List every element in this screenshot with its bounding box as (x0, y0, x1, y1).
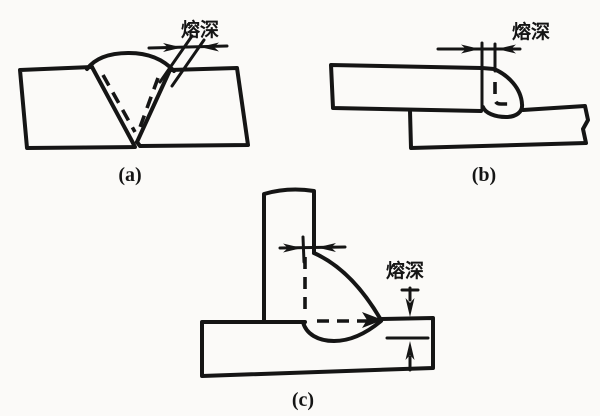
dimension-arrowhead-left (461, 44, 480, 54)
dimension-arrowhead-up (405, 341, 415, 360)
dimension-arrowhead-left (163, 43, 182, 52)
fusion-tick-line (301, 235, 306, 264)
fusion-line-into-bottom-plate (301, 319, 383, 343)
lower-plate (408, 104, 590, 150)
dimension-line (147, 44, 229, 50)
panel-c-tee-joint: 熔深 (c) (200, 187, 435, 411)
penetration-label: 熔深 (181, 18, 219, 41)
groove-face-dashed-left (101, 74, 137, 133)
penetration-label: 熔深 (386, 259, 424, 282)
dimension-arrowhead-right (497, 44, 516, 54)
panel-a-butt-joint: 熔深 (a) (18, 18, 250, 186)
panel-caption: (c) (292, 389, 314, 411)
panel-b-lap-joint: 熔深 (b) (329, 20, 590, 186)
dimension-arrowhead-right (200, 42, 219, 52)
vertical-plate (262, 187, 316, 324)
fusion-line-left (90, 65, 135, 145)
dimension-arrowhead-right (317, 243, 336, 252)
panel-caption: (b) (472, 164, 496, 186)
dimension-arrowhead-left (283, 243, 302, 253)
base-plate-left (18, 65, 137, 150)
horizontal-plate (200, 316, 435, 378)
weld-toe-tip (362, 312, 383, 328)
panel-caption: (a) (118, 164, 141, 186)
groove-face-dashed-right (137, 77, 160, 131)
weld-face (312, 251, 383, 322)
penetration-label: 熔深 (512, 20, 550, 43)
base-plate-right (135, 66, 250, 148)
original-plate-corner-dashed (493, 82, 513, 106)
weld-bead-outline (480, 66, 525, 119)
upper-plate (329, 63, 483, 113)
extension-line-groove (158, 34, 194, 84)
weld-cap-bead (85, 51, 176, 73)
dimension-arrowhead-down (405, 298, 415, 317)
fusion-line-right (135, 68, 172, 144)
